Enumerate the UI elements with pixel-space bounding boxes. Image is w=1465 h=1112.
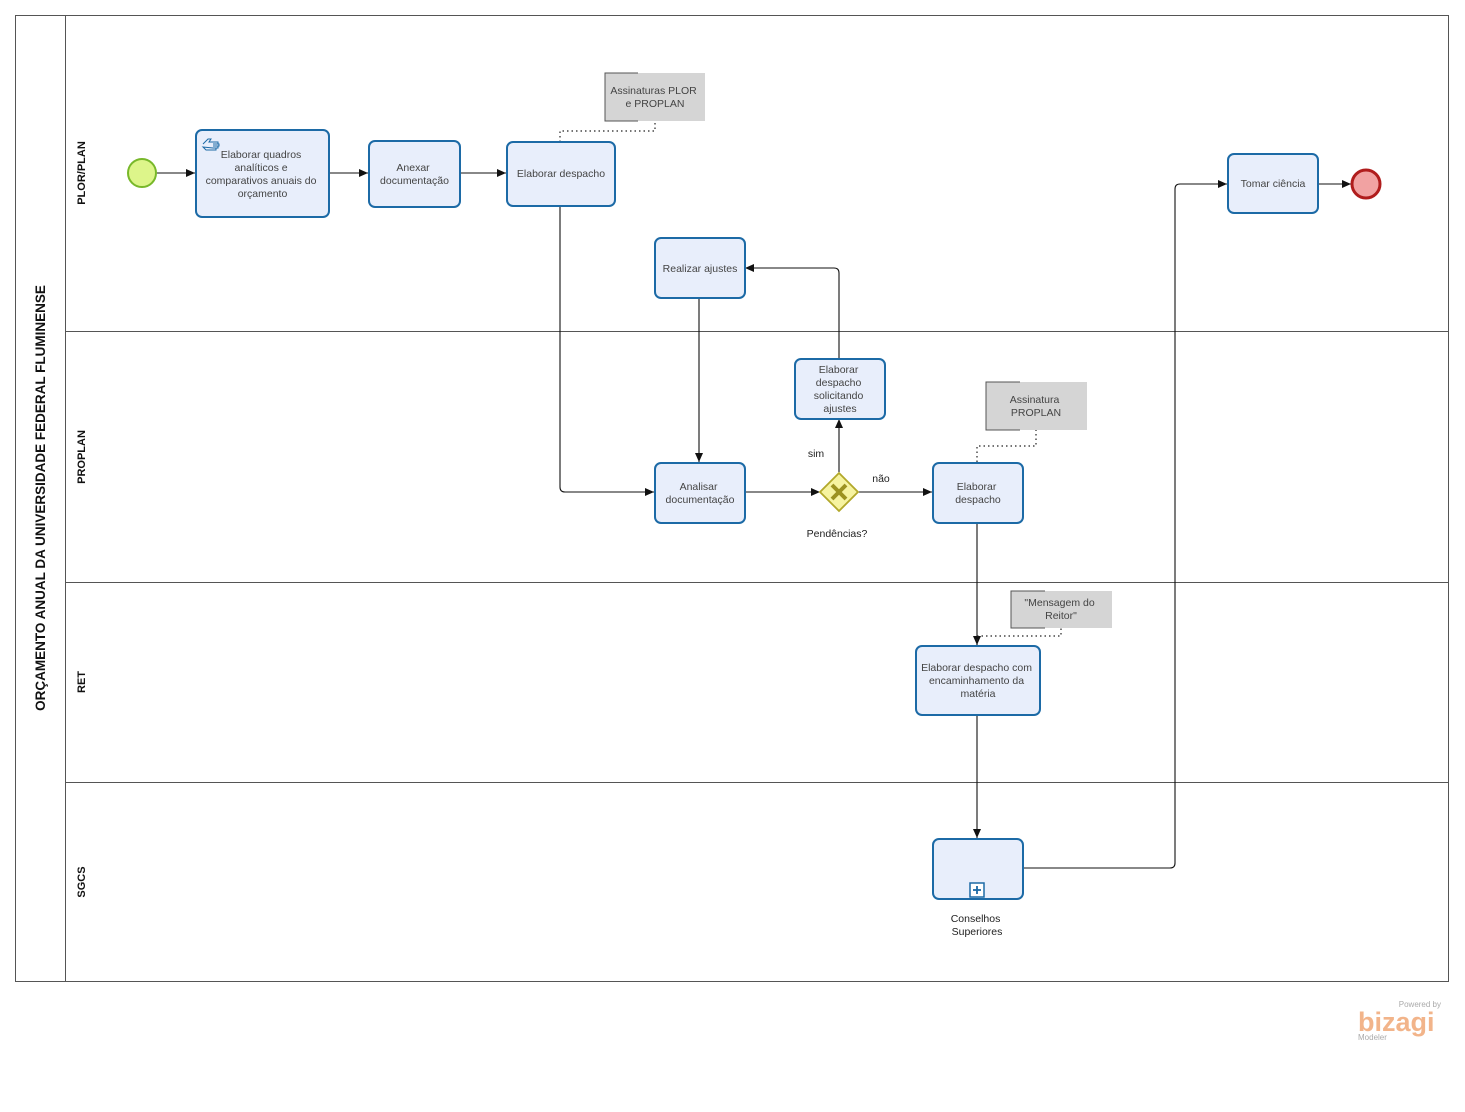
svg-text:Analisar documentação: Analisar documentação: [666, 481, 735, 506]
subprocess-label-line: Superiores: [952, 926, 1003, 938]
svg-text:Assinatura PROPLAN: Assinatura PROPLAN: [1010, 394, 1063, 419]
annotation-text-line: "Mensagem do: [1024, 597, 1094, 609]
exclusive-gateway[interactable]: [818, 471, 860, 513]
svg-text:Realizar ajustes: Realizar ajustes: [663, 263, 738, 275]
svg-text:Anexar documentação: Anexar documentação: [380, 162, 449, 187]
svg-text:Elaborar despacho: Elaborar despacho: [517, 168, 605, 180]
annotation-text-line: Reitor": [1045, 610, 1077, 622]
task-text-line: matéria: [960, 688, 995, 700]
flow-despacho-to-analisar: [559, 206, 654, 496]
annotation-text-line: Assinatura: [1010, 394, 1060, 406]
task-text-line: encaminhamento da: [929, 675, 1024, 687]
svg-text:Assinaturas PLOR e PROPL: Assinaturas PLOR e PROPLAN: [610, 85, 699, 110]
task-text-line: Analisar: [680, 481, 718, 493]
annotation-assinaturas-plor[interactable]: Assinaturas PLOR e PROPLAN: [604, 72, 705, 122]
task-elaborar-despacho-solicitando[interactable]: Elaborar despacho solicitando ajustes: [794, 358, 886, 420]
lane-label-proplan: PROPLAN: [76, 430, 88, 484]
lane-label-ret: RET: [76, 671, 88, 693]
task-text-line: orçamento: [238, 188, 288, 200]
association-assinaturas-plor: [559, 121, 656, 142]
start-event[interactable]: [127, 158, 157, 188]
annotation-text-line: PROPLAN: [1011, 407, 1061, 419]
flow-solicitando-to-ajustes: [745, 264, 840, 358]
task-realizar-ajustes[interactable]: Realizar ajustes: [654, 237, 746, 299]
annotation-text-line: Assinaturas PLOR: [610, 85, 697, 97]
task-text-line: Anexar: [396, 162, 430, 174]
end-event[interactable]: [1350, 168, 1382, 200]
annotation-text-line: e PROPLAN: [626, 98, 685, 110]
task-text-line: Tomar ciência: [1241, 178, 1306, 190]
association-mensagem-reitor: [976, 628, 1062, 645]
annotation-assinatura-proplan[interactable]: Assinatura PROPLAN: [985, 381, 1087, 431]
svg-text:Elaborar despacho: Elaborar despacho: [955, 481, 1001, 506]
svg-text:Conselhos Superiores: Conselhos Superiores: [951, 913, 1004, 938]
lane-label-sgcs: SGCS: [76, 866, 88, 897]
task-tomar-ciencia[interactable]: Tomar ciência: [1227, 153, 1319, 214]
task-elaborar-despacho-proplan[interactable]: Elaborar despacho: [932, 462, 1024, 524]
expand-subprocess-icon[interactable]: [969, 882, 985, 898]
task-analisar-documentacao[interactable]: Analisar documentação: [654, 462, 746, 524]
task-anexar-documentacao[interactable]: Anexar documentação: [368, 140, 461, 208]
task-elaborar-despacho-ret[interactable]: Elaborar despacho com encaminhamento da …: [915, 645, 1041, 716]
flow-conselhos-to-tomar-ciencia: [1023, 180, 1227, 869]
task-text-line: Elaborar: [957, 481, 997, 493]
annotation-mensagem-reitor[interactable]: "Mensagem do Reitor": [1010, 590, 1112, 629]
task-text-line: despacho: [816, 377, 862, 389]
task-text-line: documentação: [380, 175, 449, 187]
task-text-line: ajustes: [823, 403, 856, 415]
sequence-flows: [157, 169, 1351, 869]
pool-title: ORÇAMENTO ANUAL DA UNIVERSIDADE FEDERAL …: [33, 285, 48, 711]
lane-label-plor-plan: PLOR/PLAN: [76, 141, 88, 205]
svg-text:"Mensagem do Reitor": "Mensagem do Reitor": [1024, 597, 1097, 622]
task-elaborar-despacho-plor[interactable]: Elaborar despacho: [506, 141, 616, 207]
task-text-line: Elaborar: [819, 364, 859, 376]
gateway-yes-label: sim: [808, 448, 825, 460]
task-text-line: Elaborar quadros: [221, 149, 302, 161]
task-text-line: solicitando: [814, 390, 864, 402]
association-assinatura-proplan: [976, 430, 1037, 462]
bizagi-watermark: Powered by bizagi Modeler: [1358, 1000, 1441, 1042]
watermark-powered-by: Powered by: [1399, 1000, 1441, 1009]
gateway-no-label: não: [872, 473, 890, 485]
watermark-product: Modeler: [1358, 1033, 1387, 1042]
gateway-x-icon: [830, 483, 848, 501]
task-text-line: despacho: [955, 494, 1001, 506]
task-text-line: analíticos e: [234, 162, 287, 174]
svg-text:Tomar ciência: Tomar ciência: [1241, 178, 1306, 190]
svg-text:Elaborar quadros analíti: Elaborar quadros analíticos e comparativ…: [206, 149, 320, 200]
manual-task-icon: [201, 138, 220, 151]
subprocess-label-line: Conselhos: [951, 913, 1001, 925]
watermark-logo: bizagi: [1358, 1007, 1435, 1037]
svg-text:Elaborar despacho com en: Elaborar despacho com encaminhamento da …: [921, 662, 1035, 700]
task-text-line: Realizar ajustes: [663, 263, 738, 275]
task-text-line: Elaborar despacho com: [921, 662, 1032, 674]
task-elaborar-quadros[interactable]: Elaborar quadros analíticos e comparativ…: [195, 129, 330, 218]
task-text-line: Elaborar despacho: [517, 168, 605, 180]
svg-text:Elaborar despacho: Elaborar despacho solicitando ajustes: [814, 364, 867, 415]
gateway-label: Pendências?: [807, 528, 868, 540]
task-text-line: documentação: [666, 494, 735, 506]
task-text-line: comparativos anuais do: [206, 175, 317, 187]
subprocess-conselhos-superiores[interactable]: Conselhos Superiores: [932, 838, 1024, 938]
associations: [559, 121, 1062, 645]
